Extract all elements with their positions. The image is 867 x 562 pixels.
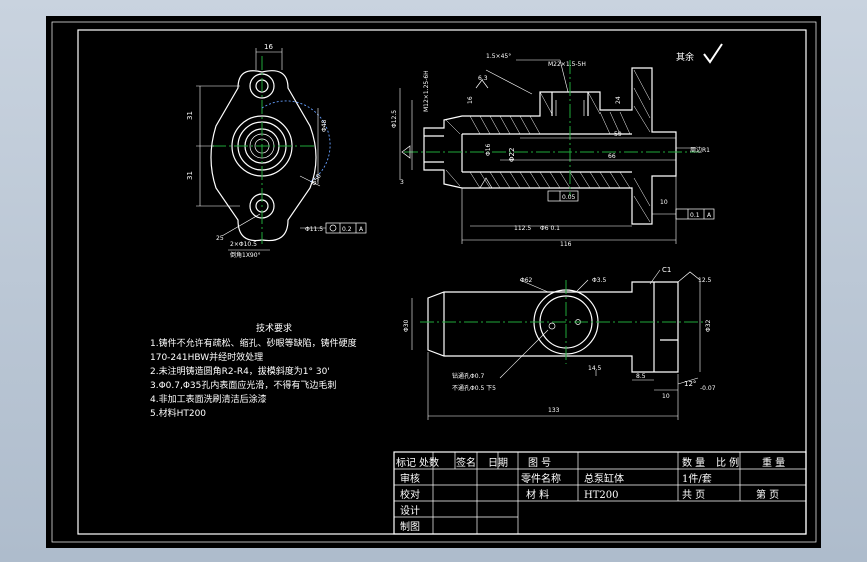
dim-10: 10 <box>660 199 668 206</box>
dim-3: 3 <box>400 179 404 186</box>
tol-box-1: 0.05 <box>562 194 576 201</box>
tb-part-name-label: 零件名称 <box>521 472 561 485</box>
title-block <box>393 451 807 535</box>
tb-qty: 1件/套 <box>682 472 712 485</box>
left-flange-view <box>196 48 367 251</box>
tb-total: 共 页 <box>682 489 705 501</box>
dim-chamfer-top: 1.5×45° <box>486 53 511 60</box>
tb-material-label: 材 料 <box>526 488 549 501</box>
dim-hole: Φ11.5 <box>305 226 323 233</box>
dim-left-b: Φ16 <box>485 143 492 156</box>
dim-10b: 10 <box>662 393 670 400</box>
tb-row-draw: 制图 <box>400 520 420 533</box>
tol-ref: A <box>707 212 712 219</box>
dim-62: Φ62 <box>520 277 533 284</box>
tb-header-count: 处数 <box>419 456 439 469</box>
dim-chamfer: C1 <box>662 266 671 274</box>
tech-item-2: 170-241HBW并经时效处理 <box>150 351 263 363</box>
dim-14: 14.5 <box>588 365 602 372</box>
tb-drawing-no: 图 号 <box>528 457 551 469</box>
drill-note-2: 不通孔Φ0.5 下5 <box>452 384 496 392</box>
bottom-view <box>411 269 706 420</box>
section-view <box>399 59 715 244</box>
dim-63: Φ3.5 <box>592 277 606 284</box>
chamfer-note: 倒角1X90° <box>230 251 261 259</box>
roughness-check-icon <box>703 43 723 64</box>
dim-116: 116 <box>560 241 572 248</box>
drawing-frame <box>51 21 817 543</box>
dim-thread: M22×1.5-5H <box>548 61 586 68</box>
dim-66: 66 <box>608 153 616 160</box>
drill-note: 钻通孔Φ0.7 <box>452 372 484 380</box>
dim-left-a: Φ12.5 <box>391 110 398 128</box>
tech-item-6: 5.材料HT200 <box>150 407 206 419</box>
tech-title: 技术要求 <box>256 322 292 334</box>
drawing-sheet <box>46 16 821 548</box>
tb-header-mark: 标记 <box>396 457 416 469</box>
dim-top-width: 16 <box>264 43 273 51</box>
dim-left-h: Φ30 <box>403 319 410 332</box>
dim-main: Φ22 <box>508 148 516 162</box>
surface-mark: 其余 <box>676 51 694 63</box>
dim-right-vertical: Φ48 <box>321 119 328 132</box>
dim-8-5: 8.5 <box>636 373 646 380</box>
dim-59: 59 <box>614 131 622 138</box>
tb-page: 第 页 <box>756 488 779 501</box>
tech-item-4: 3.Φ0.7,Φ35孔内表面应光滑，不得有飞边毛刺 <box>150 379 336 391</box>
dim-left-upper: 31 <box>186 111 194 120</box>
tol-box-2: 0.1 <box>690 212 700 219</box>
tech-item-5: 4.非加工表面洗刷清洁后涂漆 <box>150 393 267 405</box>
dim-right: 12.5 <box>698 277 712 284</box>
dim-112: 112.5 <box>514 225 531 232</box>
tb-header-sign: 签名 <box>456 456 476 469</box>
dim-arc: Φ50 <box>311 173 323 187</box>
dim-angle-12: 12° <box>684 380 696 388</box>
tb-scale-label: 比 例 <box>716 456 739 469</box>
dim-thread2: M12×1.25-6H <box>423 70 430 112</box>
tb-part-name: 总泵缸体 <box>584 472 624 485</box>
holes-note: 2×Φ10.5 <box>230 241 257 248</box>
tb-material: HT200 <box>584 490 618 501</box>
dim-left-lower: 31 <box>186 171 194 180</box>
tb-qty-label: 数 量 <box>682 456 705 469</box>
tb-row-design: 设计 <box>400 504 420 517</box>
dim-133: 133 <box>548 407 560 414</box>
tol-007: -0.07 <box>700 385 716 392</box>
tb-row-review: 审核 <box>400 472 420 485</box>
tb-header-date: 日期 <box>488 457 508 469</box>
tech-item-1: 1.铸件不允许有疏松、缩孔、砂眼等缺陷，铸件硬度 <box>150 337 357 349</box>
roughness-1: 6.3 <box>478 75 488 82</box>
tech-item-3: 2.未注明铸造圆角R2-R4，拔模斜度为1° 30' <box>150 365 330 377</box>
tb-row-check: 校对 <box>400 488 420 501</box>
dim-16: 16 <box>467 96 474 104</box>
hole-tol-ref: A <box>359 226 364 233</box>
hole-tol-value: 0.2 <box>342 226 352 233</box>
tb-weight-label: 重 量 <box>762 456 785 469</box>
dim-right-h: Φ32 <box>705 319 712 332</box>
tech-requirements: 技术要求 1.铸件不允许有疏松、缩孔、砂眼等缺陷，铸件硬度 170-241HBW… <box>150 322 357 419</box>
dim-24: 24 <box>615 96 622 104</box>
edge-round: 周边R1 <box>690 146 710 154</box>
dim-angle: 25 <box>216 235 224 242</box>
small-note: Φ6 0.1 <box>540 225 560 232</box>
